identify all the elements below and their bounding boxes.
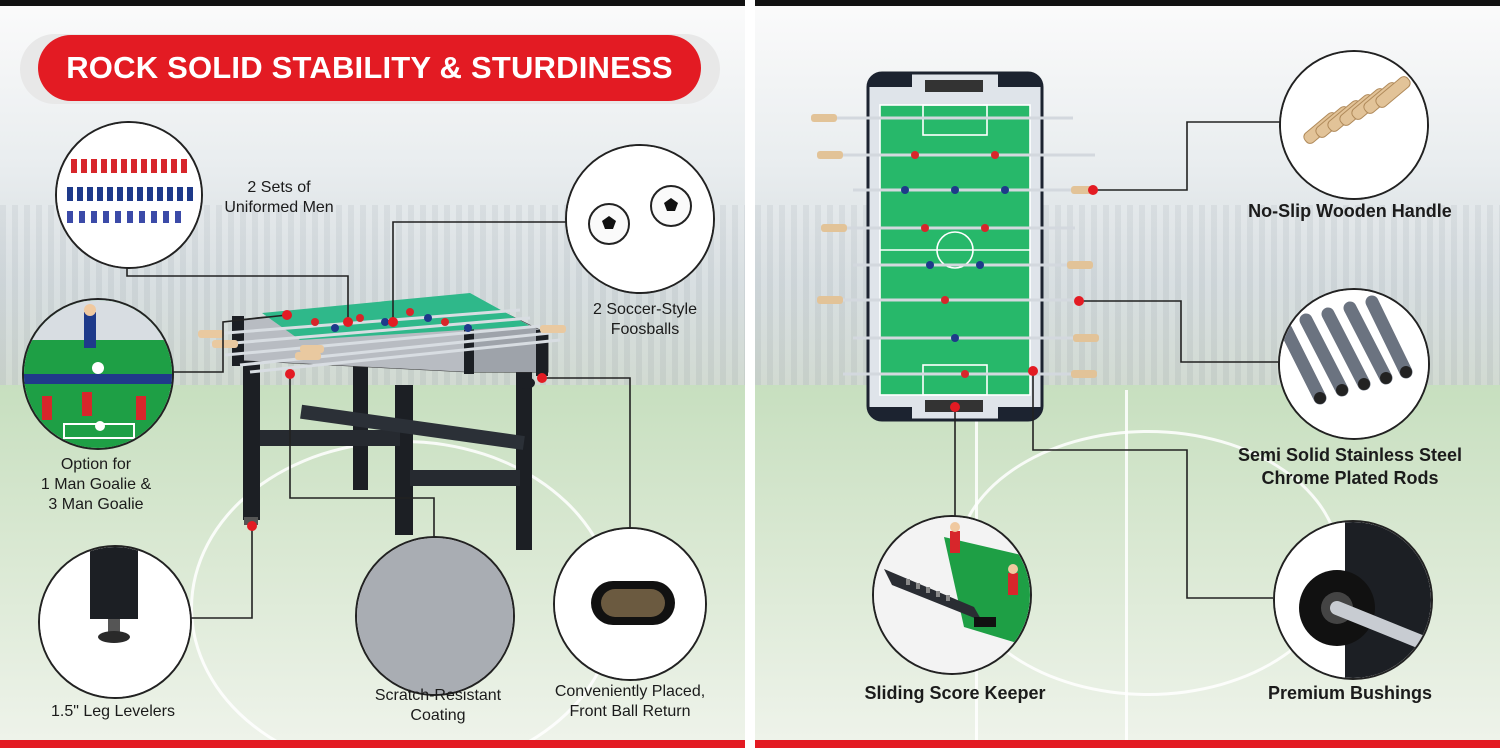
leg-leveler-icon — [40, 547, 190, 697]
right-feature-panel: No-Slip Wooden Handle Semi Solid Stainle… — [755, 0, 1500, 748]
callout-dot-coating — [285, 369, 295, 379]
score-keeper-label: Sliding Score Keeper — [864, 683, 1046, 703]
wooden-handle-icon — [1281, 52, 1427, 198]
left-feature-panel: ROCK SOLID STABILITY & STURDINESS — [0, 0, 745, 748]
callout-dot-handle — [1088, 185, 1098, 195]
goalie-line3: 3 Man Goalie — [48, 496, 144, 513]
wooden-handle-label: No-Slip Wooden Handle — [1248, 201, 1452, 221]
ball-return-label: Conveniently Placed, Front Ball Return — [535, 682, 725, 722]
rods-line2: Chrome Plated Rods — [1261, 467, 1439, 488]
goalie-figures-icon — [24, 300, 172, 448]
chrome-rods-circle — [1278, 288, 1430, 440]
ball-return-circle — [553, 527, 707, 681]
goalie-line2: 1 Man Goalie & — [40, 476, 152, 493]
bushing-icon — [1275, 522, 1431, 678]
bushings-circle — [1273, 520, 1433, 680]
chrome-rods-label: Semi Solid Stainless Steel Chrome Plated… — [1225, 444, 1475, 489]
foosballs-label: 2 Soccer-Style Foosballs — [575, 300, 715, 340]
callout-dot-balls — [388, 317, 398, 327]
uniformed-men-circle — [55, 121, 203, 269]
uniformed-men-label: 2 Sets of Uniformed Men — [214, 178, 344, 218]
coating-line1: Scratch-Resistant — [374, 687, 502, 704]
foosball-icon — [567, 146, 713, 292]
ball-return-line2: Front Ball Return — [569, 703, 691, 720]
foosball-table-top-icon — [811, 71, 1281, 599]
callout-dot-goalie — [282, 310, 292, 320]
score-keeper-icon — [874, 517, 1030, 673]
callout-dot-score — [950, 402, 960, 412]
goalie-label: Option for 1 Man Goalie & 3 Man Goalie — [22, 455, 170, 515]
foosball-table-icon — [126, 221, 631, 619]
uniformed-men-line1: 2 Sets of — [247, 179, 311, 196]
page-title: ROCK SOLID STABILITY & STURDINESS — [38, 35, 701, 101]
callout-dot-ball-return — [537, 373, 547, 383]
foosballs-line2: Foosballs — [610, 321, 680, 338]
callout-dot-rods — [1074, 296, 1084, 306]
leg-levelers-label: 1.5" Leg Levelers — [51, 703, 175, 720]
coating-circle — [355, 536, 515, 696]
goalie-circle — [22, 298, 174, 450]
callout-dot-bushings — [1028, 366, 1038, 376]
score-keeper-circle — [872, 515, 1032, 675]
foosballs-circle — [565, 144, 715, 294]
callout-dot-levelers — [247, 521, 257, 531]
foosballs-line1: 2 Soccer-Style — [592, 301, 698, 318]
callout-dot-men — [343, 317, 353, 327]
player-figures-icon — [57, 123, 201, 267]
bushings-label: Premium Bushings — [1267, 683, 1433, 703]
ball-return-icon — [555, 529, 705, 679]
ball-return-line1: Conveniently Placed, — [554, 683, 706, 700]
coating-label: Scratch-Resistant Coating — [358, 686, 518, 726]
wooden-handle-circle — [1279, 50, 1429, 200]
uniformed-men-line2: Uniformed Men — [224, 199, 334, 216]
chrome-rod-icon — [1280, 290, 1428, 438]
coating-swatch-icon — [357, 538, 513, 694]
leg-levelers-circle — [38, 545, 192, 699]
coating-line2: Coating — [410, 707, 466, 724]
goalie-line1: Option for — [60, 456, 132, 473]
rods-line1: Semi Solid Stainless Steel — [1237, 445, 1463, 465]
